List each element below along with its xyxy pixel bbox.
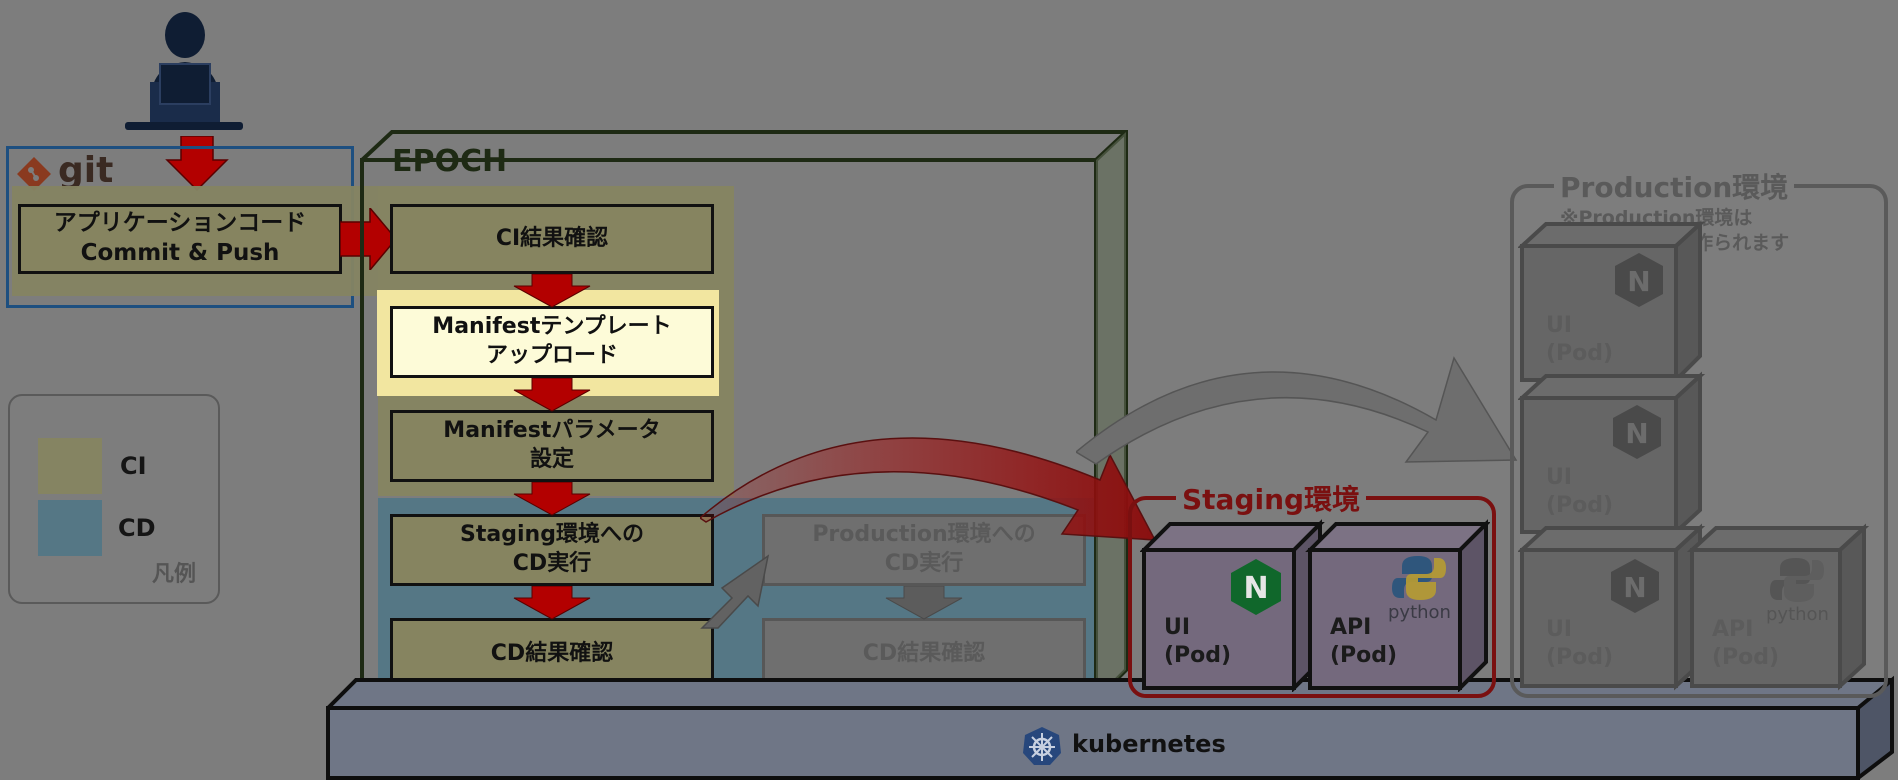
epoch-frame: [360, 130, 1128, 705]
ci-result-step: CI結果確認: [390, 204, 714, 274]
python-label: python: [1766, 604, 1829, 625]
production-title: Production環境: [1554, 166, 1795, 206]
legend-cd-swatch: [38, 500, 102, 556]
prod-api-pod-label: API(Pod): [1712, 617, 1780, 670]
legend-ci-swatch: [38, 438, 102, 494]
staging-cd-line2: CD実行: [512, 551, 592, 576]
python-icon: [1392, 556, 1446, 600]
staging-title: Staging環境: [1176, 478, 1367, 518]
staging-cd-step: Staging環境への CD実行: [390, 514, 714, 586]
curved-arrow-production-icon: [1076, 356, 1518, 465]
kubernetes-logo-icon: [1023, 727, 1061, 765]
epoch-title: EPOCH: [392, 144, 508, 179]
curved-arrow-staging-icon: [700, 437, 1157, 541]
git-logo-icon: [17, 157, 51, 191]
cd-result-label: CD結果確認: [490, 640, 614, 666]
manifest-upload-line1: Manifestテンプレート: [432, 314, 672, 340]
prod-cd-line2: CD実行: [884, 551, 964, 576]
svg-text:N: N: [1625, 417, 1648, 450]
manifest-upload-step: Manifestテンプレート アップロード: [390, 306, 714, 378]
python-icon: [1770, 558, 1824, 602]
prod-ui-pod-label-3: UI(Pod): [1546, 617, 1614, 670]
arrow-down-icon: [513, 586, 591, 620]
developer-icon: [125, 12, 243, 130]
legend-box: [8, 394, 220, 604]
nginx-icon: N: [1611, 559, 1659, 613]
nginx-icon: N: [1231, 559, 1281, 615]
manifest-param-line1: Manifestパラメータ: [443, 418, 661, 444]
nginx-icon: N: [1615, 253, 1663, 307]
kubernetes-platform: [326, 675, 1894, 780]
svg-text:N: N: [1627, 265, 1650, 298]
app-commit-line2: Commit & Push: [80, 240, 280, 266]
arrow-diagonal-icon: [700, 554, 770, 629]
app-commit-box: アプリケーションコード Commit & Push: [18, 204, 342, 274]
legend-cd-label: CD: [118, 514, 156, 542]
legend-ci-label: CI: [120, 452, 147, 480]
legend-caption: 凡例: [152, 562, 197, 587]
staging-ui-pod-label: UI(Pod): [1164, 615, 1232, 668]
nginx-icon: N: [1613, 405, 1661, 459]
svg-text:N: N: [1623, 571, 1646, 604]
prod-ui-pod-label-2: UI(Pod): [1546, 465, 1614, 518]
kubernetes-label: kubernetes: [1072, 730, 1226, 758]
arrow-right-icon: [340, 208, 397, 270]
staging-api-pod-label: API(Pod): [1330, 615, 1398, 668]
arrow-down-icon: [513, 482, 591, 516]
prod-cd-line1: Production環境への: [812, 522, 1036, 548]
git-label: git: [58, 150, 114, 191]
arrow-down-icon: [513, 378, 591, 412]
manifest-param-step: Manifestパラメータ 設定: [390, 410, 714, 482]
manifest-upload-line2: アップロード: [485, 343, 618, 368]
prod-cd-result-label: CD結果確認: [862, 640, 986, 666]
prod-cd-step: Production環境への CD実行: [762, 514, 1086, 586]
arrow-down-icon: [165, 136, 229, 192]
svg-text:N: N: [1243, 571, 1268, 606]
arrow-down-icon: [513, 274, 591, 308]
prod-ui-pod-label-1: UI(Pod): [1546, 313, 1614, 366]
ci-result-label: CI結果確認: [495, 225, 609, 251]
manifest-param-line2: 設定: [529, 447, 574, 472]
python-label: python: [1388, 602, 1451, 623]
app-commit-line1: アプリケーションコード: [53, 210, 307, 237]
arrow-down-icon: [885, 586, 963, 620]
staging-cd-line1: Staging環境への: [460, 522, 644, 548]
